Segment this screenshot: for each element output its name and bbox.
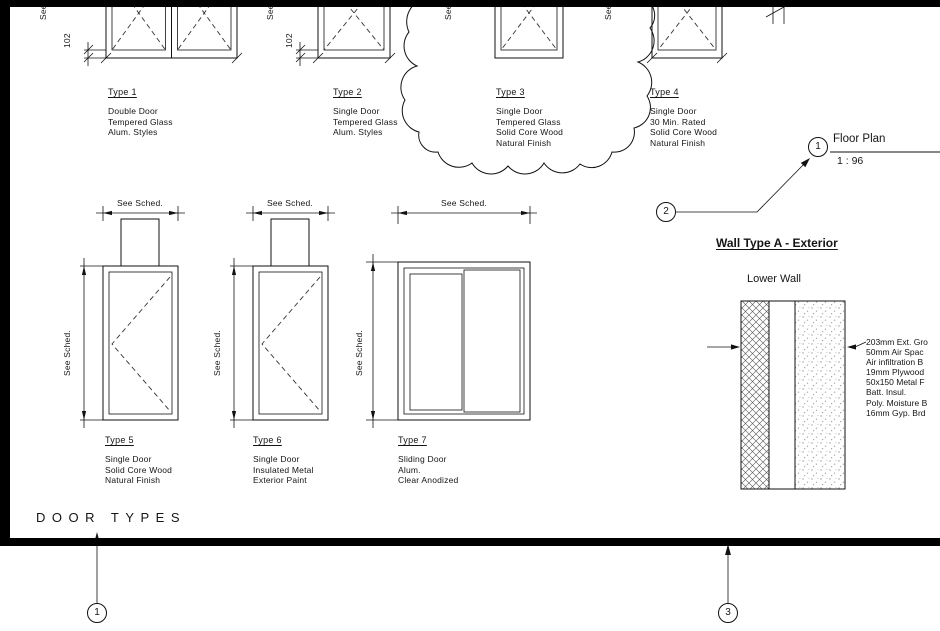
door-1-rail-dim-label: 102: [62, 33, 72, 48]
door-type-7-description: Sliding Door Alum. Clear Anodized: [398, 454, 458, 486]
desc-line: Solid Core Wood: [650, 127, 718, 137]
desc-line: Alum. Styles: [108, 127, 158, 137]
door-type-3-description: Single Door Tempered Glass Solid Core Wo…: [496, 106, 563, 148]
sheet-border-top: [0, 0, 940, 7]
floor-plan-callout-symbol: [808, 137, 940, 157]
note-line: 16mm Gyp. Brd: [866, 407, 926, 418]
desc-line: Tempered Glass: [496, 116, 561, 127]
floor-plan-callout-title: Floor Plan: [833, 133, 886, 145]
door-type-6-description: Single Door Insulated Metal Exterior Pai…: [253, 454, 314, 486]
revision-cloud: [400, 0, 656, 175]
door-type-7-elevation: [366, 206, 537, 428]
door-type-1-label: Type 1: [108, 87, 137, 97]
door-type-5-dimensions: [80, 206, 185, 428]
door-type-4-elevation: [646, 0, 728, 64]
door-6-width-dim-label: See Sched.: [267, 198, 313, 208]
desc-line: Exterior Paint: [253, 475, 307, 485]
note-line: Batt. Insul.: [866, 387, 907, 398]
desc-line: Single Door: [105, 454, 152, 464]
section-marker-2-symbol: [656, 158, 810, 222]
door-type-5-description: Single Door Solid Core Wood Natural Fini…: [105, 454, 172, 486]
door-2-rail-dim-label: 102: [284, 33, 294, 48]
desc-line: Tempered Glass: [108, 116, 173, 127]
section-marker-2-number: 2: [663, 206, 669, 217]
wall-type-subheading: Lower Wall: [747, 273, 801, 285]
note-line: 19mm Plywood: [866, 367, 925, 378]
note-marker-1-number: 1: [94, 607, 100, 618]
wall-type-heading: Wall Type A - Exterior: [716, 236, 838, 250]
desc-line: Solid Core Wood: [496, 127, 564, 137]
door-6-height-dim-label: See Sched.: [212, 330, 222, 376]
door-type-1-elevation: [83, 0, 243, 66]
sheet-title: DOOR TYPES: [36, 510, 187, 525]
door-7-height-dim-label: See Sched.: [354, 330, 364, 376]
desc-line: Alum.: [398, 464, 421, 475]
door-type-2-description: Single Door Tempered Glass Alum. Styles: [333, 106, 398, 138]
door-type-7-label: Type 7: [398, 435, 427, 445]
door-type-2-elevation: [295, 0, 396, 66]
desc-line: Natural Finish: [496, 137, 552, 148]
door-type-1-description: Double Door Tempered Glass Alum. Styles: [108, 106, 173, 138]
door-type-4-label: Type 4: [650, 87, 679, 97]
desc-line: Single Door: [650, 106, 697, 116]
note-line: Poly. Moisture B: [866, 397, 928, 408]
door-type-3-label: Type 3: [496, 87, 525, 97]
door-type-7-dimensions: [366, 206, 537, 428]
door-type-6-elevation: [230, 206, 335, 428]
sheet-border-bottom: [0, 538, 940, 546]
door-type-1-bottom-rail-dimension: [83, 42, 243, 66]
desc-line: Sliding Door: [398, 454, 447, 464]
wall-section-detail-drawing: [707, 300, 867, 490]
note-line: Air infiltration B: [866, 357, 924, 368]
desc-line: Double Door: [108, 106, 158, 116]
desc-line: Alum. Styles: [333, 127, 383, 137]
door-type-6-label: Type 6: [253, 435, 282, 445]
door-5-width-dim-label: See Sched.: [117, 198, 163, 208]
desc-line: Single Door: [333, 106, 380, 116]
floor-plan-callout-scale: 1 : 96: [837, 155, 864, 167]
door-type-5-label: Type 5: [105, 435, 134, 445]
door-type-2-bottom-rail-dimension: [295, 42, 396, 66]
sheet-border-left: [0, 0, 10, 546]
desc-line: Single Door: [253, 454, 300, 464]
door-7-width-dim-label: See Sched.: [441, 198, 487, 208]
desc-line: Clear Anodized: [398, 475, 459, 485]
desc-line: Single Door: [496, 106, 543, 116]
door-type-2-label: Type 2: [333, 87, 362, 97]
door-type-3-elevation: [494, 0, 564, 59]
door-type-5-elevation: [80, 206, 185, 428]
floor-plan-callout-number: 1: [815, 141, 821, 152]
desc-line: Natural Finish: [650, 137, 706, 148]
wall-assembly-notes: 203mm Ext. Gro 50mm Air Spac Air infiltr…: [866, 337, 928, 418]
door-type-4-description: Single Door 30 Min. Rated Solid Core Woo…: [650, 106, 717, 148]
note-marker-3-number: 3: [725, 607, 731, 618]
door-type-6-dimensions: [230, 206, 335, 428]
desc-line: Insulated Metal: [253, 464, 314, 475]
note-line: 203mm Ext. Gro: [866, 337, 928, 347]
note-line: 50x150 Metal F: [866, 377, 925, 388]
desc-line: Tempered Glass: [333, 116, 398, 127]
note-line: 50mm Air Spac: [866, 347, 924, 358]
desc-line: Solid Core Wood: [105, 464, 173, 475]
desc-line: Natural Finish: [105, 475, 161, 485]
desc-line: 30 Min. Rated: [650, 116, 706, 127]
door-5-height-dim-label: See Sched.: [62, 330, 72, 376]
